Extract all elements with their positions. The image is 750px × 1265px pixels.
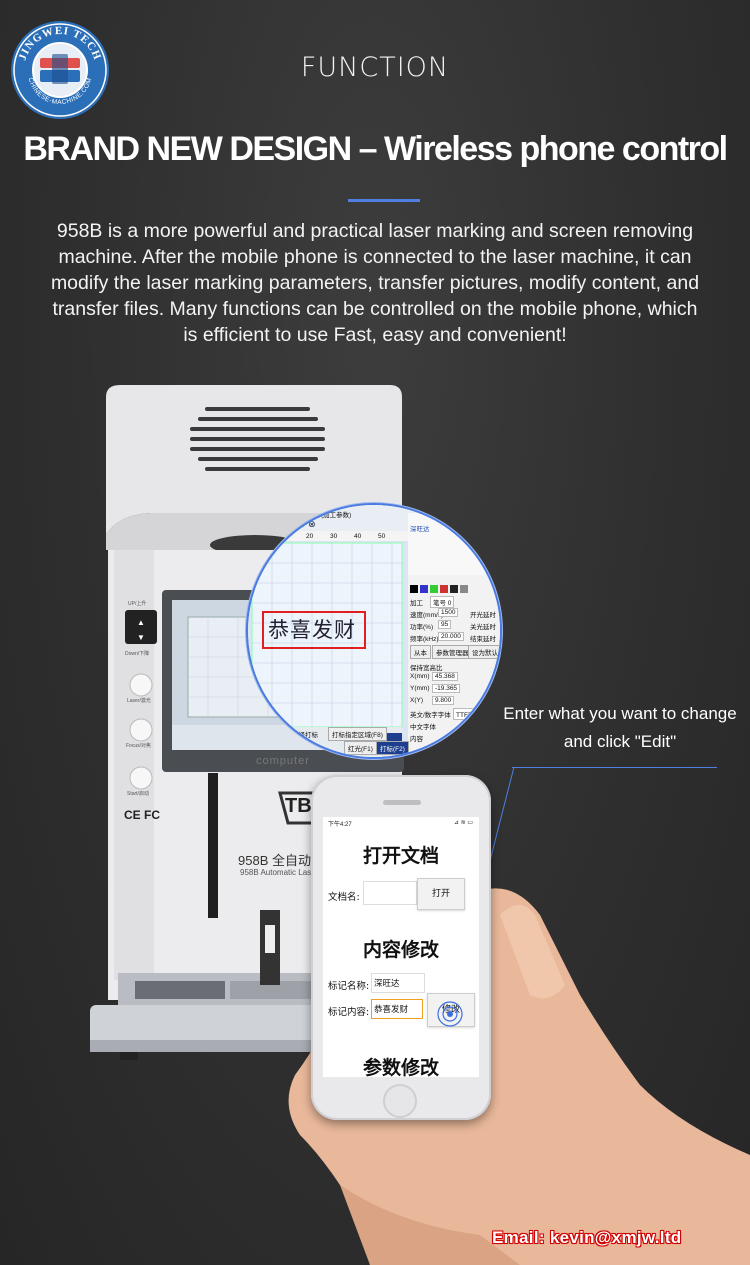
side-label-2: 结束延时 bbox=[470, 636, 496, 643]
red-light-button[interactable]: 红光(F1) bbox=[344, 741, 377, 755]
panel-title: 深旺达 bbox=[410, 526, 430, 533]
phone-screen: 下午4:27 ⊿ ≋ ▭ 打开文档 文档名: 打开 内容修改 标记名称: 深旺达… bbox=[323, 817, 479, 1077]
side-label-0: 开光延时 bbox=[470, 612, 496, 619]
monitor-brand: computer bbox=[256, 755, 310, 767]
font-value[interactable]: TTF字体 bbox=[453, 708, 484, 720]
ruler-0: 0 bbox=[258, 533, 262, 540]
side-label-1: 关光延时 bbox=[470, 624, 496, 631]
row-value-1[interactable]: 1500 bbox=[438, 608, 459, 617]
open-button[interactable]: 打开 bbox=[417, 878, 465, 910]
btn-label-start: Start/启动 bbox=[127, 791, 149, 797]
panel-btn-1[interactable]: 参数管理器 bbox=[432, 645, 473, 659]
ruler-20: 20 bbox=[306, 533, 314, 540]
doc-name-input[interactable] bbox=[363, 881, 417, 905]
svg-text:▲: ▲ bbox=[137, 618, 145, 627]
status-time: 下午4:27 bbox=[328, 822, 352, 828]
mark-button[interactable]: 打标(F2) bbox=[376, 741, 409, 755]
row-label-4: X(mm) bbox=[410, 673, 430, 680]
section-edit-params-title: 参数修改 bbox=[362, 1057, 439, 1077]
row-value-0[interactable]: 笔号 0 bbox=[430, 596, 455, 608]
btn-label-down: Down/下降 bbox=[125, 651, 150, 657]
page-headline: BRAND NEW DESIGN – Wireless phone contro… bbox=[23, 130, 728, 168]
panel-btn-2[interactable]: 设为默认 bbox=[468, 645, 500, 659]
section-edit-content-title: 内容修改 bbox=[362, 939, 439, 961]
headline-underline bbox=[348, 199, 420, 202]
marking-selection-box[interactable] bbox=[262, 611, 366, 649]
row-value-4[interactable]: 45.368 bbox=[432, 672, 458, 681]
btn-label-up: UP/上升 bbox=[128, 601, 147, 607]
doc-name-label: 文档名: bbox=[328, 892, 360, 903]
row-value-6[interactable]: 9.800 bbox=[432, 696, 455, 705]
font-label-cn: 中文字体 bbox=[410, 724, 436, 731]
section-open-doc-title: 打开文档 bbox=[362, 845, 439, 867]
btn-label-laser: Laser/激光 bbox=[127, 698, 151, 704]
row-value-3[interactable]: 20.000 bbox=[438, 632, 464, 641]
row-value-2[interactable]: 95 bbox=[438, 620, 452, 629]
callout-line bbox=[512, 767, 717, 768]
ruler-30: 30 bbox=[330, 533, 338, 540]
row-label-2: 功率(%) bbox=[410, 624, 434, 631]
mark-name-input[interactable]: 深旺达 bbox=[371, 973, 425, 993]
panel-btn-0[interactable]: 从本 bbox=[410, 645, 431, 659]
model-name-en: 958B Automatic Las bbox=[240, 868, 312, 877]
mark-content-input[interactable]: 恭喜发财 bbox=[371, 999, 423, 1019]
mark-area-button[interactable]: 打标指定区域(F8) bbox=[328, 727, 387, 741]
phone-speaker bbox=[383, 800, 421, 805]
contact-email[interactable]: Email: kevin@xmjw.ltd bbox=[492, 1228, 682, 1247]
row-value-5[interactable]: -19.365 bbox=[432, 684, 461, 693]
content-label: 内容 bbox=[410, 736, 423, 743]
svg-text:▼: ▼ bbox=[137, 633, 145, 642]
ruler-40: 40 bbox=[354, 533, 362, 540]
toolbar-icons: ⊞ ⊟ ⊕ ⊖ ⊗ bbox=[268, 519, 316, 529]
cert-marks: CE FC bbox=[124, 808, 160, 822]
mark-content-label: 标记内容: bbox=[328, 1007, 370, 1018]
aspect-checkbox[interactable]: 保持宽高比 bbox=[410, 665, 443, 672]
company-logo: JINGWEI TECH CHINESE-MACHINE.COM bbox=[11, 21, 109, 119]
touch-indicator-icon bbox=[437, 1001, 463, 1027]
marking-text: 恭喜发财 bbox=[268, 618, 356, 642]
ruler-50: 50 bbox=[378, 533, 386, 540]
toolbar-title: 笔号(加工参数) bbox=[308, 512, 352, 519]
row-label-0: 加工 bbox=[410, 600, 423, 607]
phone-home-button[interactable] bbox=[383, 1084, 417, 1118]
machine-badge: TB bbox=[285, 795, 312, 817]
model-name-cn: 958B 全自动 bbox=[238, 853, 311, 868]
product-description: 958B is a more powerful and practical la… bbox=[50, 220, 700, 346]
callout-text: Enter what you want to change and click … bbox=[503, 704, 737, 751]
status-icons: ⊿ ≋ ▭ bbox=[453, 820, 473, 826]
btn-label-focus: Focus/对焦 bbox=[126, 743, 152, 749]
ruler-10: 10 bbox=[282, 533, 290, 540]
row-label-3: 频率(kHz) bbox=[410, 636, 439, 643]
section-eyebrow: FUNCTION bbox=[300, 52, 450, 83]
software-zoom-view: ⊞ ⊟ ⊕ ⊖ ⊗ 笔号(加工参数) 深旺达 0 10 20 30 40 50 … bbox=[246, 503, 502, 759]
row-label-6: X(Y) bbox=[410, 697, 423, 704]
row-label-1: 速度(mm/s) bbox=[410, 612, 444, 619]
select-mark-option[interactable]: 选择打标 bbox=[292, 732, 318, 739]
mark-name-label: 标记名称: bbox=[328, 981, 370, 992]
font-label-en: 英文/数字字体 bbox=[410, 712, 451, 719]
row-label-5: Y(mm) bbox=[410, 685, 430, 692]
